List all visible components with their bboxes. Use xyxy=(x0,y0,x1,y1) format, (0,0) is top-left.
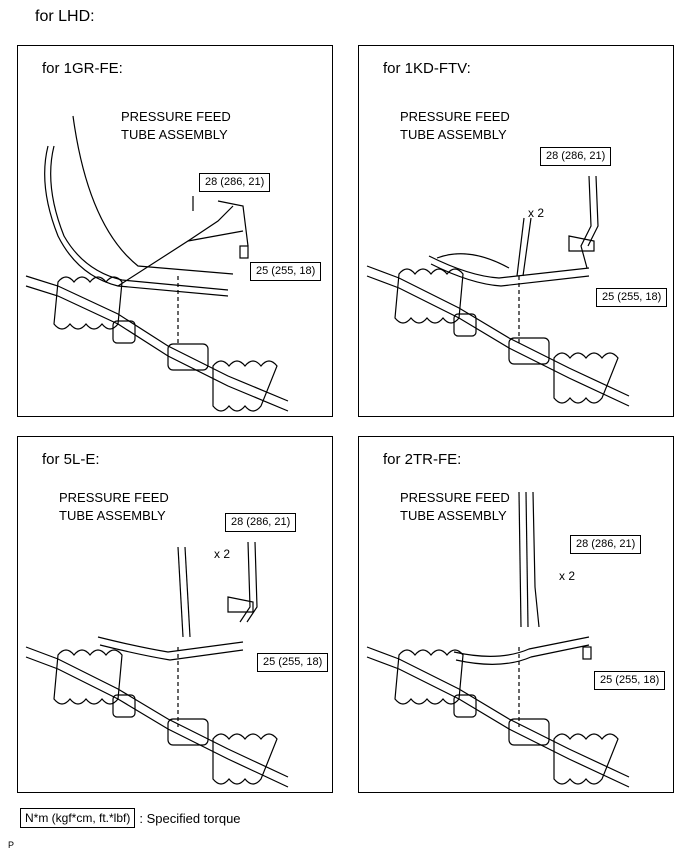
quantity-label: x 2 xyxy=(214,547,231,561)
panel-title: for 1KD-FTV: xyxy=(383,60,471,77)
steering-rack-diagram xyxy=(25,541,289,788)
torque-spec-lower: 25 (255, 18) xyxy=(594,671,666,690)
steering-rack-diagram xyxy=(366,491,630,788)
panel-5l-e: for 5L-E: PRESSURE FEED TUBE ASSEMBLY 28… xyxy=(17,436,333,793)
torque-spec-upper: 28 (286, 21) xyxy=(225,513,297,532)
quantity-label: x 2 xyxy=(528,206,545,220)
part-label: PRESSURE FEED TUBE ASSEMBLY xyxy=(59,490,169,523)
footer-code: P xyxy=(8,840,15,850)
legend-unit-box: N*m (kgf*cm, ft.*lbf) xyxy=(20,808,136,828)
part-label: PRESSURE FEED TUBE ASSEMBLY xyxy=(400,109,510,142)
steering-rack-diagram xyxy=(366,175,630,407)
panel-1gr-fe: for 1GR-FE: PRESSURE FEED TUBE ASSEMBLY … xyxy=(17,45,333,417)
steering-rack-diagram xyxy=(25,115,289,412)
panel-1kd-ftv: for 1KD-FTV: PRESSURE FEED TUBE ASSEMBLY… xyxy=(358,45,674,417)
torque-spec-lower: 25 (255, 18) xyxy=(596,288,668,307)
part-label: PRESSURE FEED TUBE ASSEMBLY xyxy=(400,490,510,523)
page-title: for LHD: xyxy=(35,8,95,25)
panel-title: for 1GR-FE: xyxy=(42,60,123,77)
part-label: PRESSURE FEED TUBE ASSEMBLY xyxy=(121,109,231,142)
torque-spec-upper: 28 (286, 21) xyxy=(570,535,642,554)
torque-spec-upper: 28 (286, 21) xyxy=(199,173,271,192)
panel-2tr-fe: for 2TR-FE: PRESSURE FEED TUBE ASSEMBLY … xyxy=(358,436,674,793)
torque-legend: N*m (kgf*cm, ft.*lbf) : Specified torque xyxy=(20,808,241,828)
torque-spec-lower: 25 (255, 18) xyxy=(250,262,322,281)
torque-spec-upper: 28 (286, 21) xyxy=(540,147,612,166)
panel-title: for 2TR-FE: xyxy=(383,451,462,468)
torque-spec-lower: 25 (255, 18) xyxy=(257,653,329,672)
quantity-label: x 2 xyxy=(559,569,576,583)
panel-title: for 5L-E: xyxy=(42,451,100,468)
legend-text: : Specified torque xyxy=(139,810,241,826)
